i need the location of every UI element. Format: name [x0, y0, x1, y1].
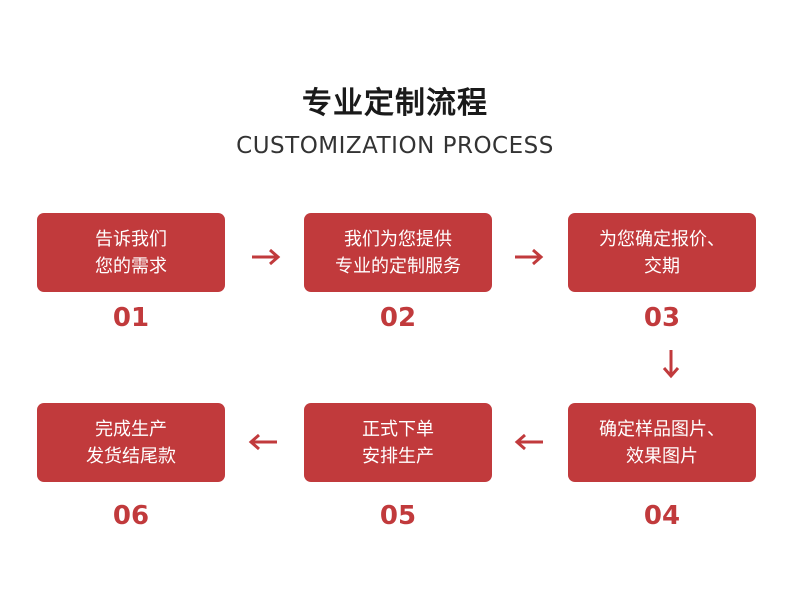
step-box-02: 我们为您提供 专业的定制服务 — [304, 213, 492, 292]
page-subtitle: CUSTOMIZATION PROCESS — [236, 133, 554, 159]
arrow-left-icon — [247, 432, 279, 452]
step-box-01: 告诉我们 您的需求 — [37, 213, 225, 292]
step-05-line2: 安排生产 — [362, 445, 434, 467]
step-number-05: 05 — [379, 501, 417, 531]
step-number-02: 02 — [379, 303, 417, 333]
step-02-line2: 专业的定制服务 — [335, 255, 461, 277]
step-06-line2: 发货结尾款 — [86, 445, 176, 467]
step-box-03: 为您确定报价、 交期 — [568, 213, 756, 292]
step-number-04: 04 — [643, 501, 681, 531]
step-01-line1: 告诉我们 — [95, 228, 167, 250]
step-number-06: 06 — [112, 501, 150, 531]
step-number-01: 01 — [112, 303, 150, 333]
arrow-down-icon — [661, 348, 681, 380]
step-02-line1: 我们为您提供 — [344, 228, 452, 250]
step-04-line1: 确定样品图片、 — [599, 418, 725, 440]
step-03-line1: 为您确定报价、 — [599, 228, 725, 250]
step-box-04: 确定样品图片、 效果图片 — [568, 403, 756, 482]
page-title: 专业定制流程 — [302, 86, 488, 121]
step-box-05: 正式下单 安排生产 — [304, 403, 492, 482]
step-number-03: 03 — [643, 303, 681, 333]
step-05-line1: 正式下单 — [362, 418, 434, 440]
arrow-right-icon — [250, 247, 282, 267]
step-box-06: 完成生产 发货结尾款 — [37, 403, 225, 482]
step-04-line2: 效果图片 — [626, 445, 698, 467]
arrow-left-icon — [513, 432, 545, 452]
step-06-line1: 完成生产 — [95, 418, 167, 440]
step-03-line2: 交期 — [644, 255, 680, 277]
step-01-line2: 您的需求 — [95, 255, 167, 277]
arrow-right-icon — [513, 247, 545, 267]
